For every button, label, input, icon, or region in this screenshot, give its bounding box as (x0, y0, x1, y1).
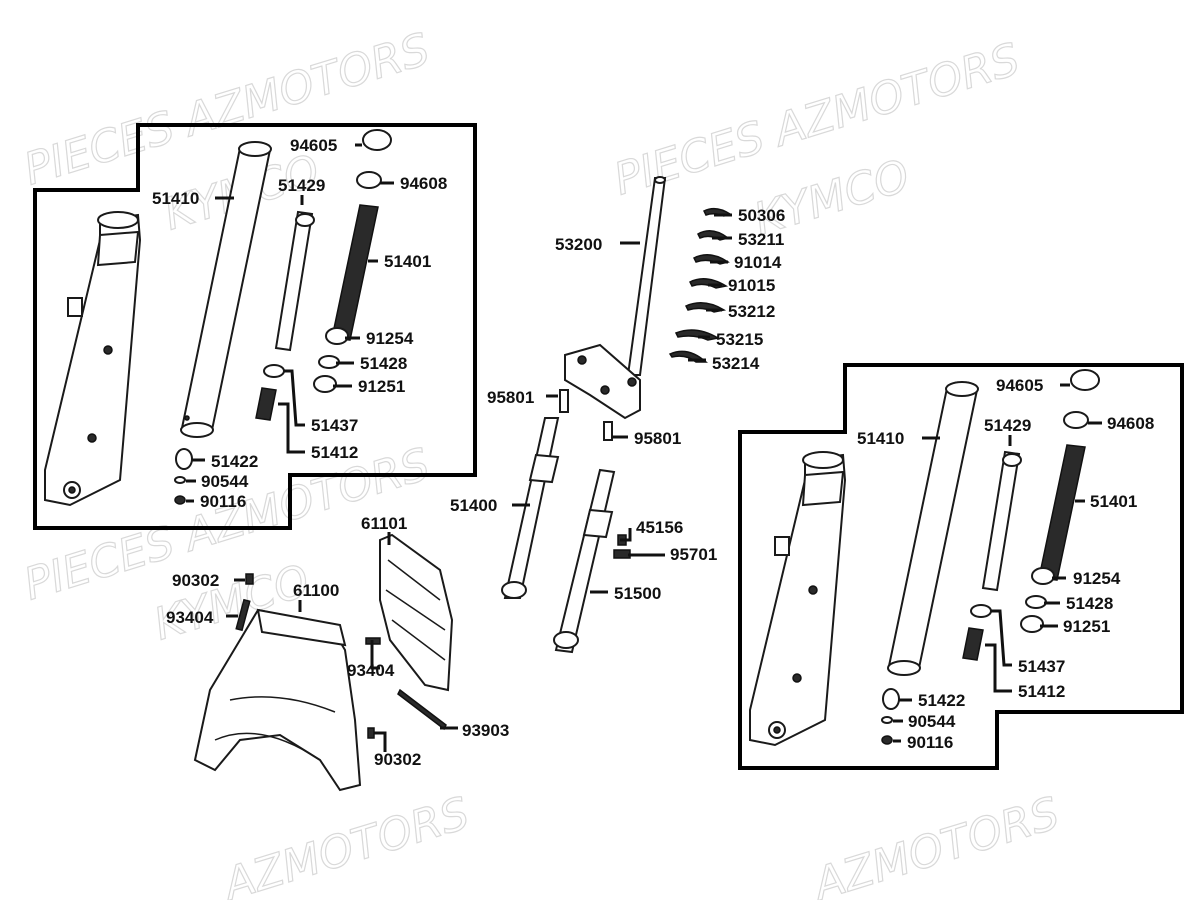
part-label: 51401 (384, 252, 431, 271)
stack-part-91015 (688, 278, 729, 289)
part-label: 90116 (907, 733, 953, 752)
right-o-ring-94608 (1063, 411, 1089, 429)
part-label: 93404 (166, 608, 214, 627)
center-steering-assembly: 50306 53211 91014 91015 53212 53215 5321… (450, 176, 785, 654)
part-label: 94608 (400, 174, 447, 193)
right-fork-tube (887, 381, 979, 676)
left-washer-90544 (174, 476, 186, 484)
watermark-text: AZMOTORS (805, 788, 1065, 900)
part-label: 51410 (857, 429, 904, 448)
part-label: 91015 (728, 276, 775, 295)
part-label: 91254 (366, 329, 414, 348)
right-assembly-frame (738, 363, 1184, 770)
part-label: 95801 (634, 429, 681, 448)
part-label: 93903 (462, 721, 509, 740)
part-label: 95701 (670, 545, 717, 564)
left-fork-assembly: 94605 94608 51410 51429 51401 91254 5142… (33, 123, 477, 530)
part-label: 51500 (614, 584, 661, 603)
part-label: 51422 (211, 452, 258, 471)
fender-assembly: 61101 90302 61100 93404 93404 93903 9030… (166, 514, 509, 792)
bolt-95801 (559, 389, 569, 413)
fork-leg-51400 (503, 417, 560, 599)
right-fork-spring (1038, 444, 1086, 581)
left-ring-51437 (263, 364, 285, 378)
screw-90302 (367, 727, 375, 739)
part-label: 90302 (374, 750, 421, 769)
part-label: 91251 (1063, 617, 1110, 636)
part-label: 90116 (200, 492, 246, 511)
left-damper-rod (274, 210, 315, 352)
part-label: 94605 (996, 376, 1043, 395)
part-label: 51428 (1066, 594, 1113, 613)
part-label: 51437 (1018, 657, 1065, 676)
part-label: 94608 (1107, 414, 1154, 433)
left-bolt-90116 (174, 495, 186, 505)
watermark-text: AZMOTORS (215, 788, 475, 900)
left-seal-91254 (325, 327, 349, 345)
part-label: 91014 (734, 253, 782, 272)
part-label: 61100 (293, 581, 339, 600)
left-fork-slider (44, 211, 142, 507)
part-label: 90544 (201, 472, 249, 491)
part-label: 51401 (1090, 492, 1137, 511)
left-piece-51422 (175, 448, 193, 470)
part-label: 53215 (716, 330, 763, 349)
part-label: 91254 (1073, 569, 1121, 588)
part-label: 93404 (347, 661, 395, 680)
part-label: 94605 (290, 136, 337, 155)
screw-90302 (245, 573, 254, 585)
fork-leg-51500 (554, 468, 616, 654)
part-label: 51429 (278, 176, 325, 195)
bolt-95701 (613, 549, 631, 559)
part-label: 51400 (450, 496, 497, 515)
part-label: 51429 (984, 416, 1031, 435)
left-o-ring-94608 (356, 171, 382, 189)
part-label: 51412 (311, 443, 358, 462)
part-label: 51422 (918, 691, 965, 710)
part-label: 53214 (712, 354, 760, 373)
part-label: 45156 (636, 518, 683, 537)
part-label: 50306 (738, 206, 785, 225)
bolt-93404 (235, 598, 251, 632)
part-label: 53211 (738, 230, 784, 249)
part-label: 90544 (908, 712, 956, 731)
bolt-95801 (603, 421, 613, 441)
right-fork-slider (749, 451, 847, 747)
part-label: 53212 (728, 302, 775, 321)
left-fork-tube (180, 141, 272, 438)
part-label: 95801 (487, 388, 534, 407)
right-ring-51437 (970, 604, 992, 618)
left-spring-51412 (255, 387, 277, 421)
stack-part-53215 (674, 329, 721, 341)
right-spring-51412 (962, 627, 984, 661)
part-label: 51428 (360, 354, 407, 373)
right-piece-51422 (882, 688, 900, 710)
right-clip-51428 (1025, 595, 1047, 609)
right-bolt-90116 (881, 735, 893, 745)
right-washer-90544 (881, 716, 893, 724)
left-assembly-frame (33, 123, 477, 530)
left-cap-bolt-94605 (362, 129, 392, 151)
right-seal-91254 (1031, 567, 1055, 585)
part-label: 91251 (358, 377, 405, 396)
part-label: 51410 (152, 189, 199, 208)
part-label: 51412 (1018, 682, 1065, 701)
left-fork-spring (331, 204, 379, 341)
steering-stem (626, 177, 667, 376)
part-label: 53200 (555, 235, 602, 254)
part-label: 90302 (172, 571, 219, 590)
right-fork-assembly: 94605 94608 51410 51429 51401 91254 5142… (738, 363, 1184, 770)
right-damper-rod (981, 450, 1022, 592)
bolt-93903 (397, 688, 447, 731)
left-seal-91251 (313, 375, 337, 393)
right-seal-91251 (1020, 615, 1044, 633)
part-label: 61101 (361, 514, 407, 533)
right-cap-bolt-94605 (1070, 369, 1100, 391)
part-label: 51437 (311, 416, 358, 435)
